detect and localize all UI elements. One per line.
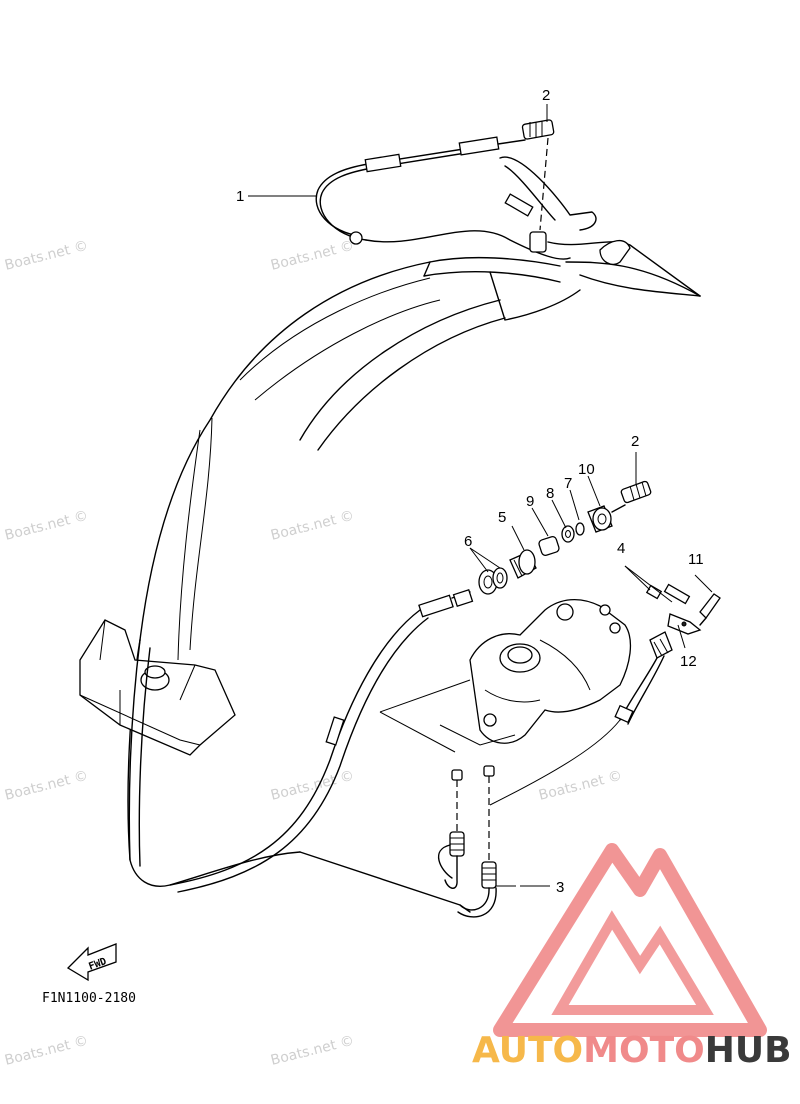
steering-assembly (423, 156, 701, 321)
watermark-boats-net: Boats.net © (269, 238, 356, 274)
watermark-boats-net: Boats.net © (269, 1033, 356, 1069)
callout-2-top: 2 (542, 87, 550, 104)
callout-11: 11 (688, 551, 704, 568)
throttle-cable-top (315, 136, 571, 260)
automotohub-logo: AUTOMOTOHUB (472, 843, 792, 1071)
callouts: 1 2 2 3 4 5 6 7 8 9 10 11 12 (236, 87, 704, 896)
brand-text: AUTOMOTOHUB (472, 1030, 792, 1071)
callout-10: 10 (578, 461, 595, 478)
fittings-3 (437, 765, 497, 918)
hull-outline (127, 261, 701, 913)
brand-part-auto: AUTO (472, 1030, 583, 1071)
callout-3: 3 (556, 879, 564, 896)
watermark-boats-net: Boats.net © (3, 238, 90, 274)
callout-7: 7 (564, 475, 572, 492)
callout-12: 12 (680, 653, 697, 670)
callout-5: 5 (498, 509, 506, 526)
watermark-boats-net: Boats.net © (3, 508, 90, 544)
callout-9: 9 (526, 493, 534, 510)
cable-lower (128, 589, 474, 893)
watermark-boats-net: Boats.net © (3, 768, 90, 804)
brand-part-moto: MOTO (583, 1030, 705, 1071)
jet-pump-assembly (379, 599, 632, 753)
figure-code: F1N1100-2180 (42, 991, 136, 1006)
callout-8: 8 (546, 485, 554, 502)
parts-4-11-12 (614, 565, 721, 725)
callout-6: 6 (464, 533, 472, 550)
brand-part-hub: HUB (705, 1030, 792, 1071)
exploded-parts (478, 480, 652, 595)
cable-bracket (79, 619, 236, 756)
callout-2-mid: 2 (631, 433, 639, 450)
callout-4: 4 (617, 540, 625, 557)
watermark-boats-net: Boats.net © (3, 1033, 90, 1069)
callout-1: 1 (236, 188, 244, 205)
leader-lines (248, 104, 637, 887)
watermark-boats-net: Boats.net © (269, 508, 356, 544)
fwd-arrow-icon: FWD (66, 943, 117, 982)
logo-triangle-icon (493, 843, 767, 1037)
